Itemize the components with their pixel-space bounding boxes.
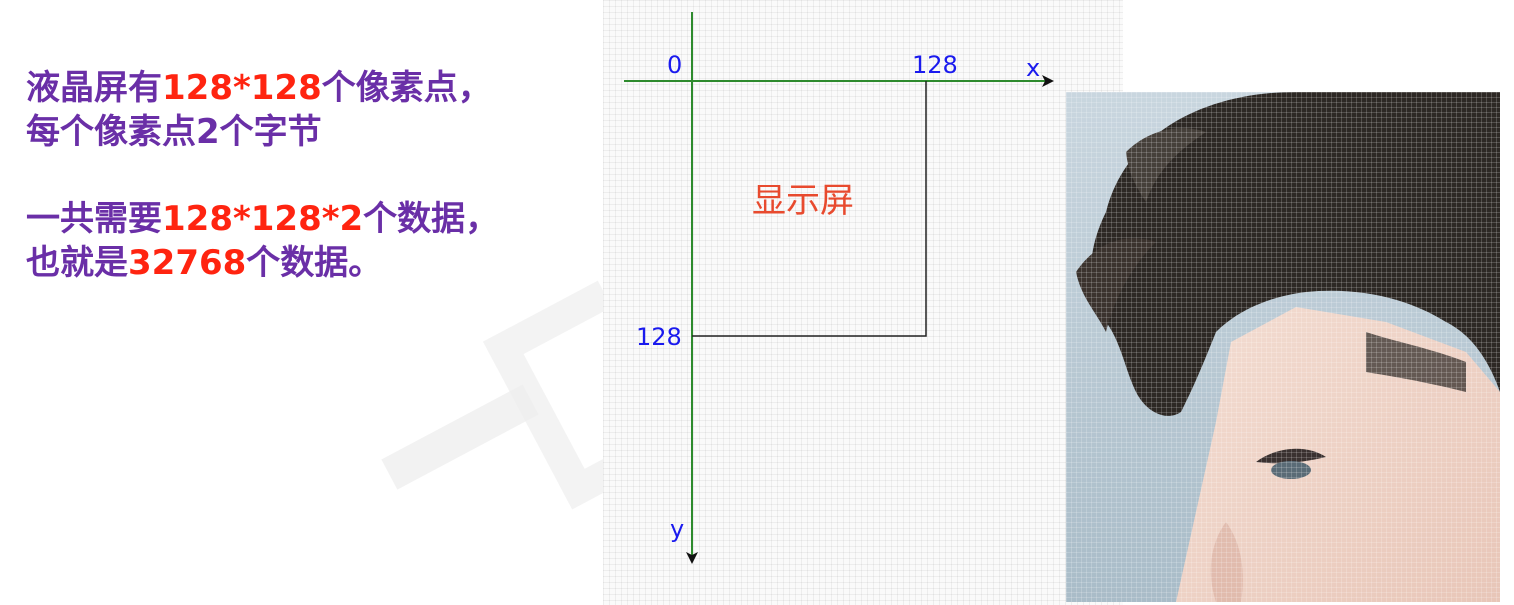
- text-segment: 个像素点，: [321, 68, 492, 108]
- highlight-value: 128*128: [162, 68, 322, 108]
- text-segment: 也就是: [26, 243, 128, 283]
- y-axis-label: y: [670, 515, 684, 543]
- text-segment: 个数据。: [246, 243, 383, 283]
- text-segment: 个数据，: [363, 199, 500, 239]
- x-axis-label: x: [1026, 54, 1040, 82]
- screen-label: 显示屏: [752, 181, 854, 221]
- text-line-4: 也就是32768个数据。: [26, 241, 586, 285]
- pixelated-portrait: [1066, 92, 1500, 602]
- pixel-grid-overlay: [1066, 92, 1500, 602]
- y-max-label: 128: [636, 323, 682, 351]
- highlight-value: 32768: [128, 243, 247, 283]
- highlight-value: 128*128*2: [162, 199, 364, 239]
- text-line-1: 液晶屏有128*128个像素点，: [26, 66, 586, 110]
- screen-boundary: [692, 81, 927, 337]
- text-line-3: 一共需要128*128*2个数据，: [26, 197, 586, 241]
- text-line-2: 每个像素点2个字节: [26, 110, 586, 154]
- grid-background: [603, 0, 1123, 605]
- description-text: 液晶屏有128*128个像素点， 每个像素点2个字节 一共需要128*128*2…: [26, 66, 586, 285]
- text-segment: 一共需要: [26, 199, 162, 239]
- x-max-label: 128: [912, 51, 958, 79]
- portrait-image: [1066, 92, 1500, 602]
- text-segment: 每个像素点2个字节: [26, 112, 322, 152]
- text-segment: 液晶屏有: [26, 68, 162, 108]
- origin-label: 0: [667, 51, 682, 79]
